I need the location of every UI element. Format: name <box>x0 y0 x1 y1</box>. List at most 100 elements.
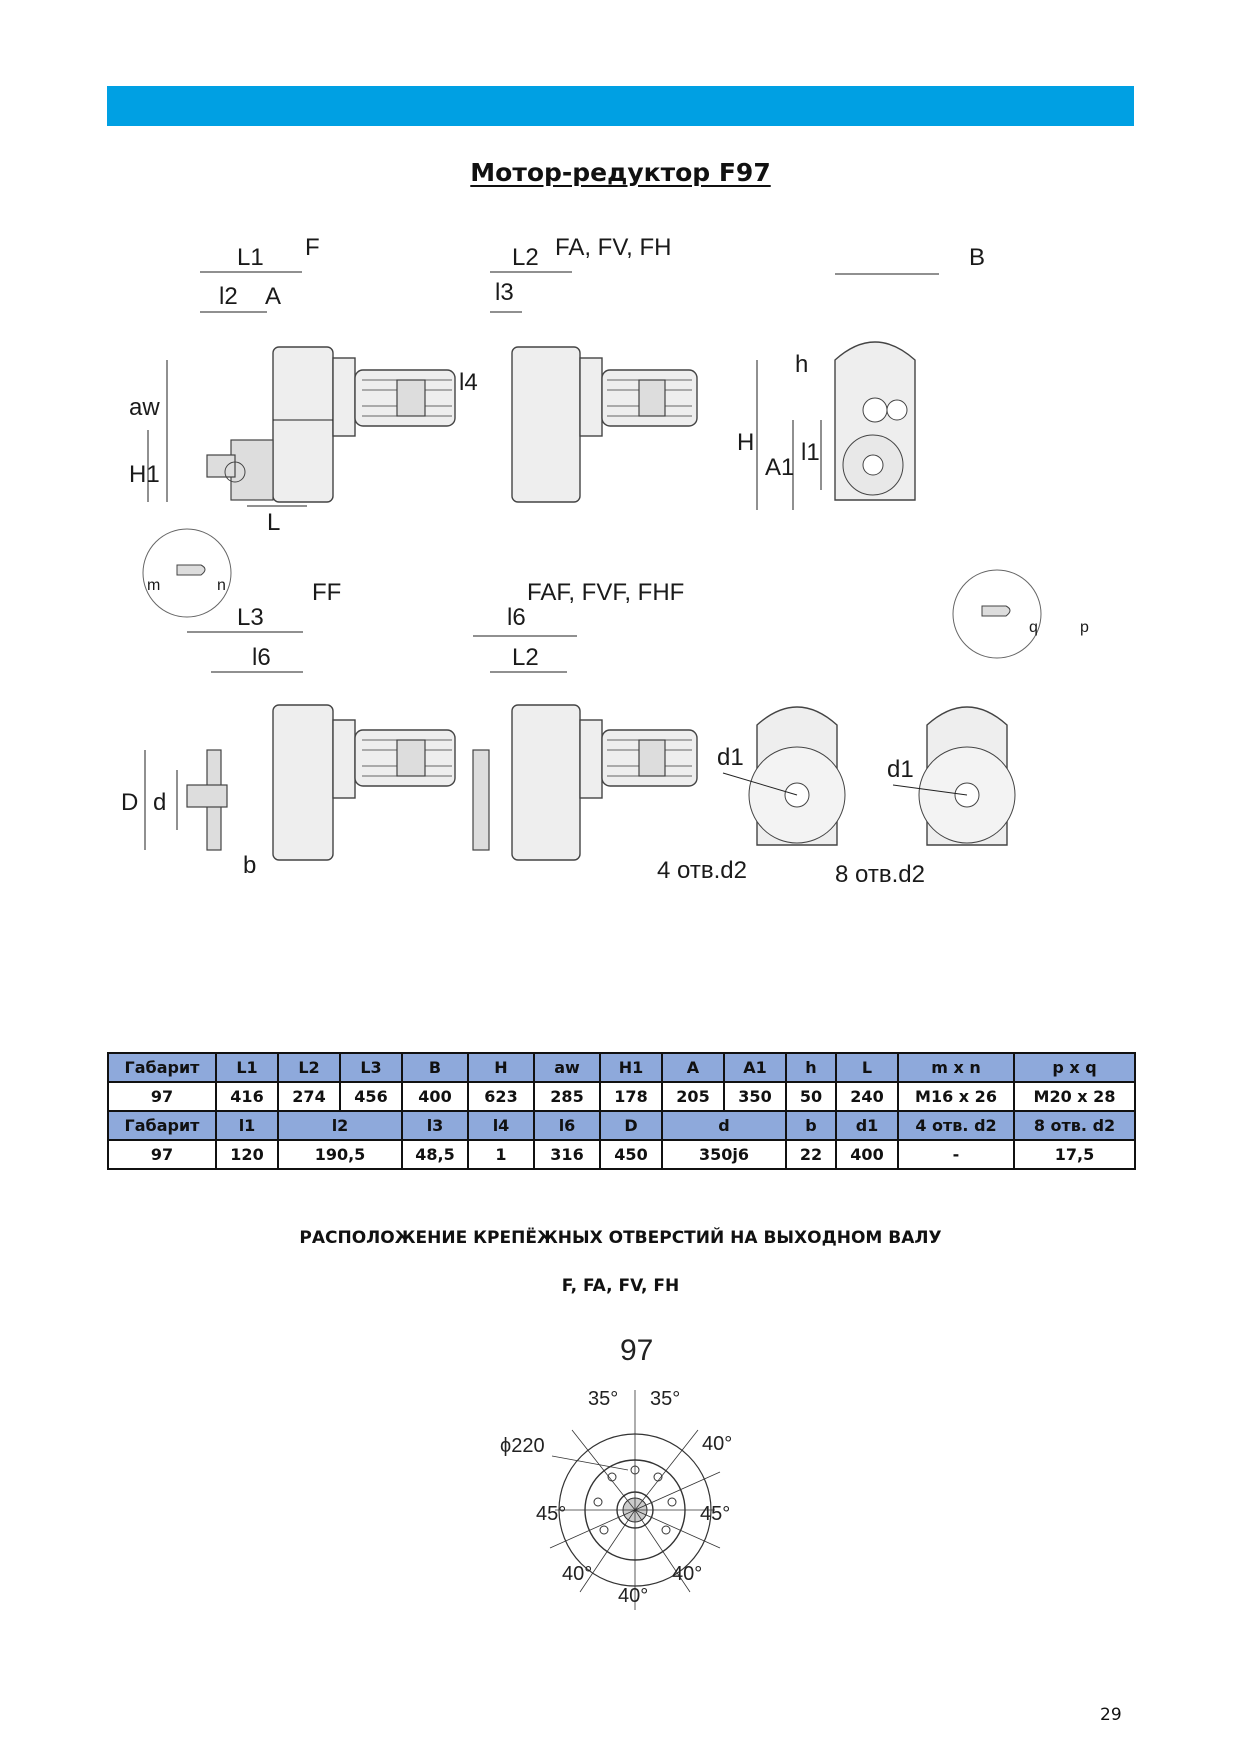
angle-label: 40° <box>562 1563 592 1585</box>
hole-pattern-drawing <box>549 1390 721 1610</box>
dim-label: 8 отв.d2 <box>835 861 925 888</box>
table-header-row: Габарит l1 l2 l3 l4 l6 D d b d1 4 отв. d… <box>107 1110 1136 1141</box>
angle-label: 45° <box>536 1503 566 1525</box>
table-cell: H <box>467 1052 535 1083</box>
dim-label: aw <box>129 394 160 421</box>
table-cell: l6 <box>533 1110 601 1141</box>
dimensions-table: Габарит L1 L2 L3 B H aw H1 A A1 h L m x … <box>107 1052 1136 1170</box>
table-cell: 8 отв. d2 <box>1013 1110 1136 1141</box>
table-cell: 400 <box>835 1139 899 1170</box>
dim-label: d1 <box>717 744 744 771</box>
angle-label: 40° <box>618 1585 648 1607</box>
table-header-row: Габарит L1 L2 L3 B H aw H1 A A1 h L m x … <box>107 1052 1136 1083</box>
dim-label: H <box>737 429 754 456</box>
table-cell: L2 <box>277 1052 341 1083</box>
view-faf-drawing <box>472 635 698 861</box>
dim-label: l2 <box>219 283 238 310</box>
table-cell: L3 <box>339 1052 403 1083</box>
table-cell: 120 <box>215 1139 279 1170</box>
table-cell: d1 <box>835 1110 899 1141</box>
dim-label: H1 <box>129 461 160 488</box>
table-cell: aw <box>533 1052 601 1083</box>
view-label-faf-fvf-fhf: FAF, FVF, FHF <box>527 579 684 606</box>
hole-size-label: 97 <box>620 1334 653 1367</box>
flange-views-drawing <box>722 706 1016 846</box>
table-cell: b <box>785 1110 837 1141</box>
table-cell: l1 <box>215 1110 279 1141</box>
angle-label: 45° <box>700 1503 730 1525</box>
table-cell: h <box>785 1052 837 1083</box>
table-cell: 97 <box>107 1139 217 1170</box>
table-cell: 97 <box>107 1081 217 1112</box>
dim-label: L3 <box>237 604 264 631</box>
table-cell: D <box>599 1110 663 1141</box>
table-cell: 22 <box>785 1139 837 1170</box>
table-cell: 48,5 <box>401 1139 469 1170</box>
page-number: 29 <box>1100 1705 1122 1725</box>
angle-label: 35° <box>588 1388 618 1410</box>
table-cell: Габарит <box>107 1052 217 1083</box>
table-cell: B <box>401 1052 469 1083</box>
dim-label: l1 <box>801 439 820 466</box>
dim-label: l6 <box>252 644 271 671</box>
dim-label: A1 <box>765 454 794 481</box>
table-cell: - <box>897 1139 1015 1170</box>
hole-diameter-label: ϕ220 <box>500 1435 545 1457</box>
view-f-drawing <box>142 271 456 618</box>
dim-label: D <box>121 789 138 816</box>
dim-label: p <box>1080 619 1089 636</box>
angle-label: 40° <box>672 1563 702 1585</box>
dim-label: L <box>267 509 280 536</box>
table-cell: A <box>661 1052 725 1083</box>
view-label-f: F <box>305 234 320 261</box>
section-heading: РАСПОЛОЖЕНИЕ КРЕПЁЖНЫХ ОТВЕРСТИЙ НА ВЫХО… <box>299 1228 942 1248</box>
table-cell: p x q <box>1013 1052 1136 1083</box>
dim-label: m <box>147 577 160 594</box>
angle-label: 35° <box>650 1388 680 1410</box>
table-cell: 190,5 <box>277 1139 403 1170</box>
hole-pattern-diagram: 97 ϕ220 35° 35° 40° 45° 45° 40° 40° 40° <box>500 1330 760 1620</box>
view-label-ff: FF <box>312 579 341 606</box>
view-label-fa-fv-fh: FA, FV, FH <box>555 234 671 261</box>
table-cell: H1 <box>599 1052 663 1083</box>
table-cell: m x n <box>897 1052 1015 1083</box>
dim-label: l6 <box>507 604 526 631</box>
table-cell: 450 <box>599 1139 663 1170</box>
dim-label: h <box>795 351 808 378</box>
dim-label: d1 <box>887 756 914 783</box>
table-cell: 623 <box>467 1081 535 1112</box>
dim-label: l4 <box>459 369 478 396</box>
dim-label: 4 отв.d2 <box>657 857 747 884</box>
dim-label: d <box>153 789 166 816</box>
table-cell: M16 x 26 <box>897 1081 1015 1112</box>
dim-label: L1 <box>237 244 264 271</box>
page-title: Мотор-редуктор F97 <box>470 158 771 187</box>
dim-label: L2 <box>512 644 539 671</box>
table-cell: l3 <box>401 1110 469 1141</box>
table-cell: 316 <box>533 1139 601 1170</box>
side-view-drawing <box>756 273 1042 659</box>
dim-label: l3 <box>495 279 514 306</box>
technical-drawings: F L1 l2 A aw H1 L m n FA, FV, FH L2 l3 l… <box>107 220 1134 1020</box>
table-cell: L1 <box>215 1052 279 1083</box>
table-cell: 17,5 <box>1013 1139 1136 1170</box>
dim-label: n <box>217 577 226 594</box>
table-cell: 4 отв. d2 <box>897 1110 1015 1141</box>
table-row: 97 120 190,5 48,5 1 316 450 350j6 22 400… <box>107 1139 1136 1170</box>
table-cell: 205 <box>661 1081 725 1112</box>
dim-label: B <box>969 244 985 271</box>
table-cell: 285 <box>533 1081 601 1112</box>
table-cell: M20 x 28 <box>1013 1081 1136 1112</box>
table-cell: 178 <box>599 1081 663 1112</box>
table-cell: L <box>835 1052 899 1083</box>
view-fa-drawing <box>490 271 698 503</box>
table-cell: 1 <box>467 1139 535 1170</box>
view-ff-drawing <box>144 631 456 861</box>
header-banner <box>107 86 1134 126</box>
table-cell: 350 <box>723 1081 787 1112</box>
table-cell: 50 <box>785 1081 837 1112</box>
dim-label: b <box>243 852 256 879</box>
section-subheading: F, FA, FV, FH <box>561 1276 680 1296</box>
table-cell: 400 <box>401 1081 469 1112</box>
table-cell: 240 <box>835 1081 899 1112</box>
